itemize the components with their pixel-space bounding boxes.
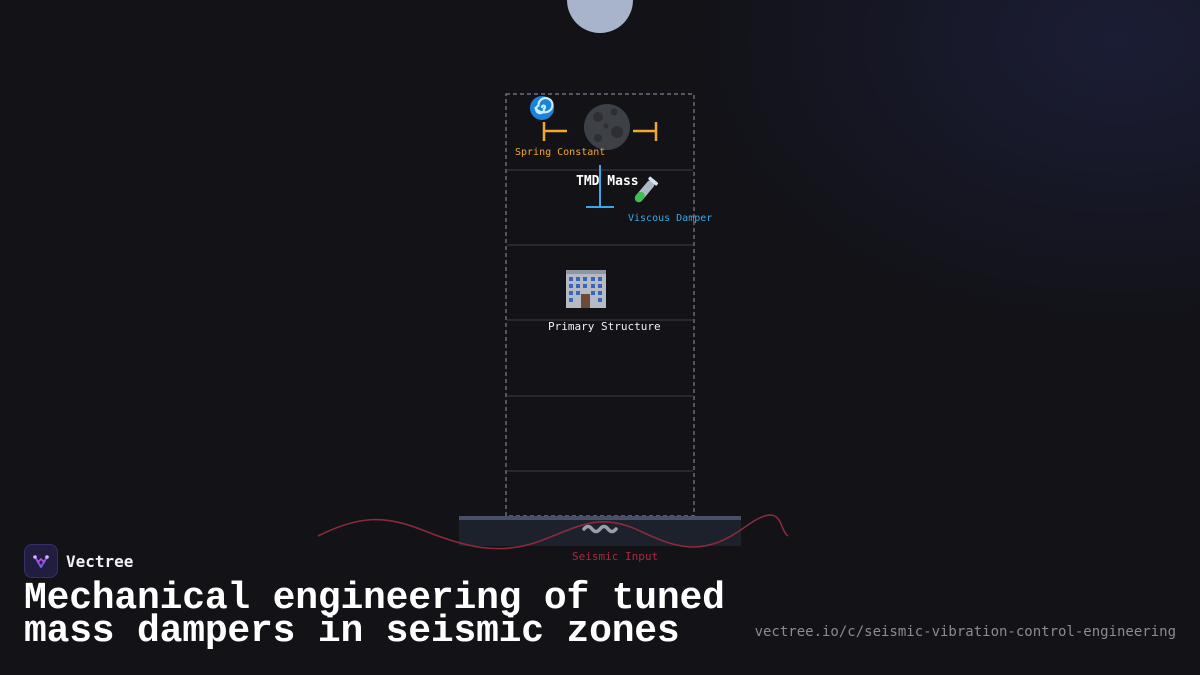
seismic-input-label: Seismic Input <box>572 550 658 563</box>
foundation-top <box>459 516 741 520</box>
dark-moon-icon <box>584 104 630 150</box>
viscous-damper-label: Viscous Damper <box>628 213 712 224</box>
brand: Vectree <box>24 544 133 578</box>
source-url: vectree.io/c/seismic-vibration-control-e… <box>754 624 1176 640</box>
wavy-dash-icon <box>582 524 618 534</box>
brand-name: Vectree <box>66 551 134 571</box>
primary-structure-label: Primary Structure <box>548 320 661 333</box>
damper-symbol <box>586 165 614 208</box>
page-title: Mechanical engineering of tuned mass dam… <box>24 577 725 653</box>
test-tube-icon <box>634 176 659 203</box>
vectree-logo-icon <box>24 544 58 578</box>
spring-left-bracket <box>542 122 567 141</box>
office-building-icon <box>566 270 606 308</box>
pendulum-bob <box>567 0 633 33</box>
tmd-mass-label: TMD Mass <box>576 174 639 189</box>
spring-right-bracket <box>633 122 658 141</box>
spring-icon <box>530 96 554 120</box>
spring-constant-label: Spring Constant <box>515 147 605 158</box>
seismic-wave <box>317 514 789 550</box>
